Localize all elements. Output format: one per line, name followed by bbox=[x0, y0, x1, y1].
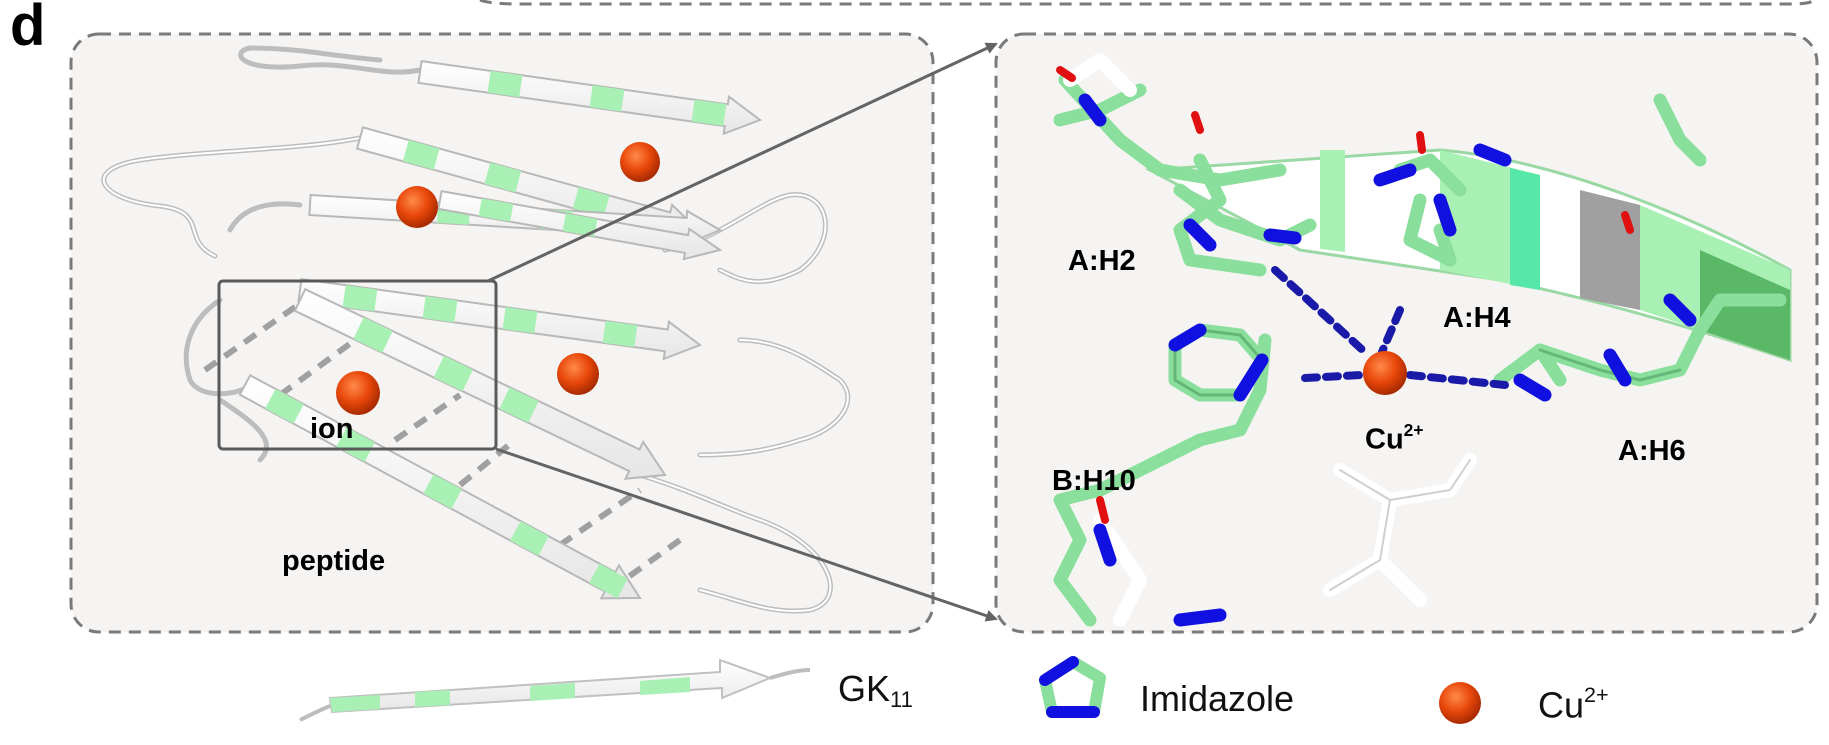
strand-histidine-band bbox=[572, 187, 610, 217]
copper-ion bbox=[620, 142, 660, 182]
legend-imidazole-icon bbox=[1039, 656, 1106, 718]
strand-histidine-band bbox=[510, 521, 549, 556]
peptide-loops-inner bbox=[102, 137, 849, 612]
zoom-copper-ion bbox=[1363, 351, 1407, 395]
strand-histidine-band bbox=[487, 70, 523, 98]
strand-histidine-band bbox=[353, 317, 393, 353]
legend-peptide-label: GK11 bbox=[838, 668, 913, 712]
strand-histidine-band bbox=[589, 563, 628, 599]
overview-ions bbox=[336, 142, 660, 415]
strand-histidine-band bbox=[422, 296, 458, 323]
zoom-selection-box bbox=[217, 279, 498, 451]
strand-histidine-band bbox=[602, 320, 638, 348]
strand-histidine-band bbox=[484, 162, 522, 193]
hydrogen-bonds bbox=[203, 297, 682, 593]
strand-histidine-band bbox=[342, 285, 378, 312]
strand-histidine-band bbox=[433, 355, 473, 392]
strand-histidine-band bbox=[589, 85, 625, 112]
strand-histidine-band bbox=[562, 213, 598, 237]
residue-label-a-h4: A:H4 bbox=[1443, 302, 1511, 334]
strand-histidine-band bbox=[691, 99, 727, 126]
residue-label-a-h2: A:H2 bbox=[1068, 245, 1136, 277]
legend-peptide-strand bbox=[299, 658, 811, 722]
zoom-arrow-top bbox=[487, 42, 998, 283]
strand-histidine-band bbox=[478, 198, 514, 222]
legend-imidazole-label: Imidazole bbox=[1140, 678, 1295, 719]
strand-histidine-band bbox=[499, 387, 539, 423]
overview-panel bbox=[69, 32, 935, 634]
strand-histidine-band bbox=[502, 307, 538, 334]
previous-panel-edge bbox=[479, 0, 1816, 6]
residue-label-a-h6: A:H6 bbox=[1618, 435, 1686, 467]
panel-letter: d bbox=[10, 0, 46, 58]
copper-ion bbox=[557, 353, 599, 395]
ion-label: ion bbox=[310, 413, 354, 445]
copper-ion bbox=[396, 186, 438, 228]
residue-label-b-h10: B:H10 bbox=[1052, 465, 1136, 497]
zoom-arrow-bottom bbox=[495, 447, 998, 622]
beta-strands bbox=[238, 59, 763, 600]
strand-histidine-band bbox=[336, 427, 375, 462]
legend-copper-icon bbox=[1439, 682, 1481, 724]
peptide-label: peptide bbox=[282, 545, 386, 577]
strand-histidine-band bbox=[265, 389, 304, 424]
strand-histidine-band bbox=[402, 140, 440, 170]
cu-ion-label: Cu2+ bbox=[1365, 420, 1424, 456]
zoom-structure bbox=[1053, 53, 1792, 627]
legend-copper-label: Cu2+ bbox=[1538, 682, 1609, 726]
copper-ion bbox=[336, 371, 380, 415]
strand-histidine-band bbox=[423, 474, 462, 509]
